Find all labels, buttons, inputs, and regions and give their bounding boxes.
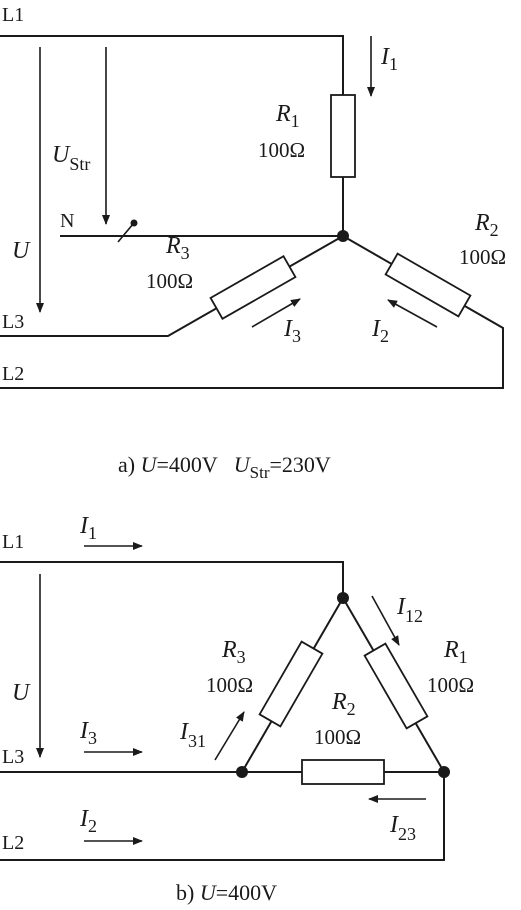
resistor-r3 <box>209 255 297 320</box>
caption-b: b) U=400V <box>176 880 277 905</box>
label-r1-b: R1 <box>443 637 468 667</box>
current-arrow-i31 <box>214 711 245 761</box>
ustr-sub: Str <box>69 154 90 174</box>
label-u: U <box>12 238 31 264</box>
i23-sub: 23 <box>398 824 416 844</box>
label-r1: R1 <box>275 101 300 131</box>
caption-b-u-val: =400V <box>216 880 277 905</box>
caption-a-u: U <box>141 452 159 477</box>
label-l2: L2 <box>2 363 24 385</box>
ustr-main: U <box>52 142 71 168</box>
switch-lever <box>117 223 134 243</box>
star-circuit: L1 L3 L2 N U UStr R1 100Ω R2 100Ω R3 100… <box>0 4 506 482</box>
label-r3-b: R3 <box>221 637 246 667</box>
i31-sub: 31 <box>188 731 206 751</box>
i1-b-sub: 1 <box>88 523 97 543</box>
label-i31: I31 <box>179 719 206 751</box>
i12-main: I <box>396 594 406 620</box>
wire-l1 <box>0 35 344 95</box>
i3-main: I <box>283 316 293 342</box>
label-u-b: U <box>12 680 31 706</box>
label-i23: I23 <box>389 812 416 844</box>
label-l1: L1 <box>2 4 24 26</box>
label-r3: R3 <box>165 233 190 263</box>
label-l2-b: L2 <box>2 832 24 854</box>
i3-sub: 3 <box>292 326 301 346</box>
resistor-r2 <box>384 252 472 318</box>
i3-b-sub: 3 <box>88 728 97 748</box>
i1-main: I <box>380 44 390 70</box>
label-n: N <box>60 210 74 232</box>
r3-main: R <box>165 233 181 259</box>
value-r3: 100Ω <box>146 269 193 293</box>
i1-b-main: I <box>79 513 89 539</box>
label-i1: I1 <box>380 44 398 74</box>
label-l3-b: L3 <box>2 746 24 768</box>
caption-a-ustr: U <box>234 452 252 477</box>
caption-a-u-val: =400V <box>156 452 217 477</box>
label-i3-b: I3 <box>79 718 97 748</box>
value-r2-b: 100Ω <box>314 725 361 749</box>
resistor-r1-b <box>363 642 429 730</box>
r3-b-sub: 3 <box>237 647 246 667</box>
wire-l2-b <box>0 772 445 861</box>
i2-b-main: I <box>79 806 89 832</box>
node-left <box>236 766 248 778</box>
resistor-r2-b <box>301 759 385 785</box>
label-l1-b: L1 <box>2 531 24 553</box>
label-r2-b: R2 <box>331 689 356 719</box>
current-arrow-i2 <box>387 299 438 328</box>
i31-main: I <box>179 719 189 745</box>
caption-a-ustr-sub: Str <box>250 463 270 482</box>
label-ustr: UStr <box>52 142 90 174</box>
i2-main: I <box>371 316 381 342</box>
wire-l2 <box>0 235 504 389</box>
label-i1-b: I1 <box>79 513 97 543</box>
i23-main: I <box>389 812 399 838</box>
r1-b-sub: 1 <box>459 647 468 667</box>
r2-b-main: R <box>331 689 347 715</box>
value-r3-b: 100Ω <box>206 673 253 697</box>
r2-main: R <box>474 210 490 236</box>
label-r2: R2 <box>474 210 499 240</box>
r1-sub: 1 <box>291 111 300 131</box>
r3-b-main: R <box>221 637 237 663</box>
resistor-r3-b <box>258 640 324 728</box>
i12-sub: 12 <box>405 606 423 626</box>
current-arrow-i3 <box>251 298 301 328</box>
r1-b-main: R <box>443 637 459 663</box>
delta-circuit: L1 L3 L2 U I1 I2 I3 I12 I23 I31 R1 100Ω … <box>0 513 474 905</box>
switch-contact-dot <box>130 219 138 227</box>
value-r1: 100Ω <box>258 138 305 162</box>
label-i3: I3 <box>283 316 301 346</box>
r3-sub: 3 <box>181 243 190 263</box>
value-r2: 100Ω <box>459 245 506 269</box>
caption-b-u: U <box>200 880 218 905</box>
caption-a-ustr-val: =230V <box>270 452 331 477</box>
resistor-r1 <box>330 94 356 178</box>
value-r1-b: 100Ω <box>427 673 474 697</box>
caption-b-prefix: b) <box>176 880 200 905</box>
i1-sub: 1 <box>389 54 398 74</box>
wire-l1-b <box>0 561 344 598</box>
r2-sub: 2 <box>490 220 499 240</box>
label-i12: I12 <box>396 594 423 626</box>
r2-b-sub: 2 <box>347 699 356 719</box>
caption-a-prefix: a) <box>118 452 141 477</box>
node-right <box>438 766 450 778</box>
r1-main: R <box>275 101 291 127</box>
label-l3: L3 <box>2 311 24 333</box>
label-i2: I2 <box>371 316 389 346</box>
i2-sub: 2 <box>380 326 389 346</box>
current-arrow-i12 <box>371 595 400 646</box>
i2-b-sub: 2 <box>88 816 97 836</box>
label-i2-b: I2 <box>79 806 97 836</box>
i3-b-main: I <box>79 718 89 744</box>
